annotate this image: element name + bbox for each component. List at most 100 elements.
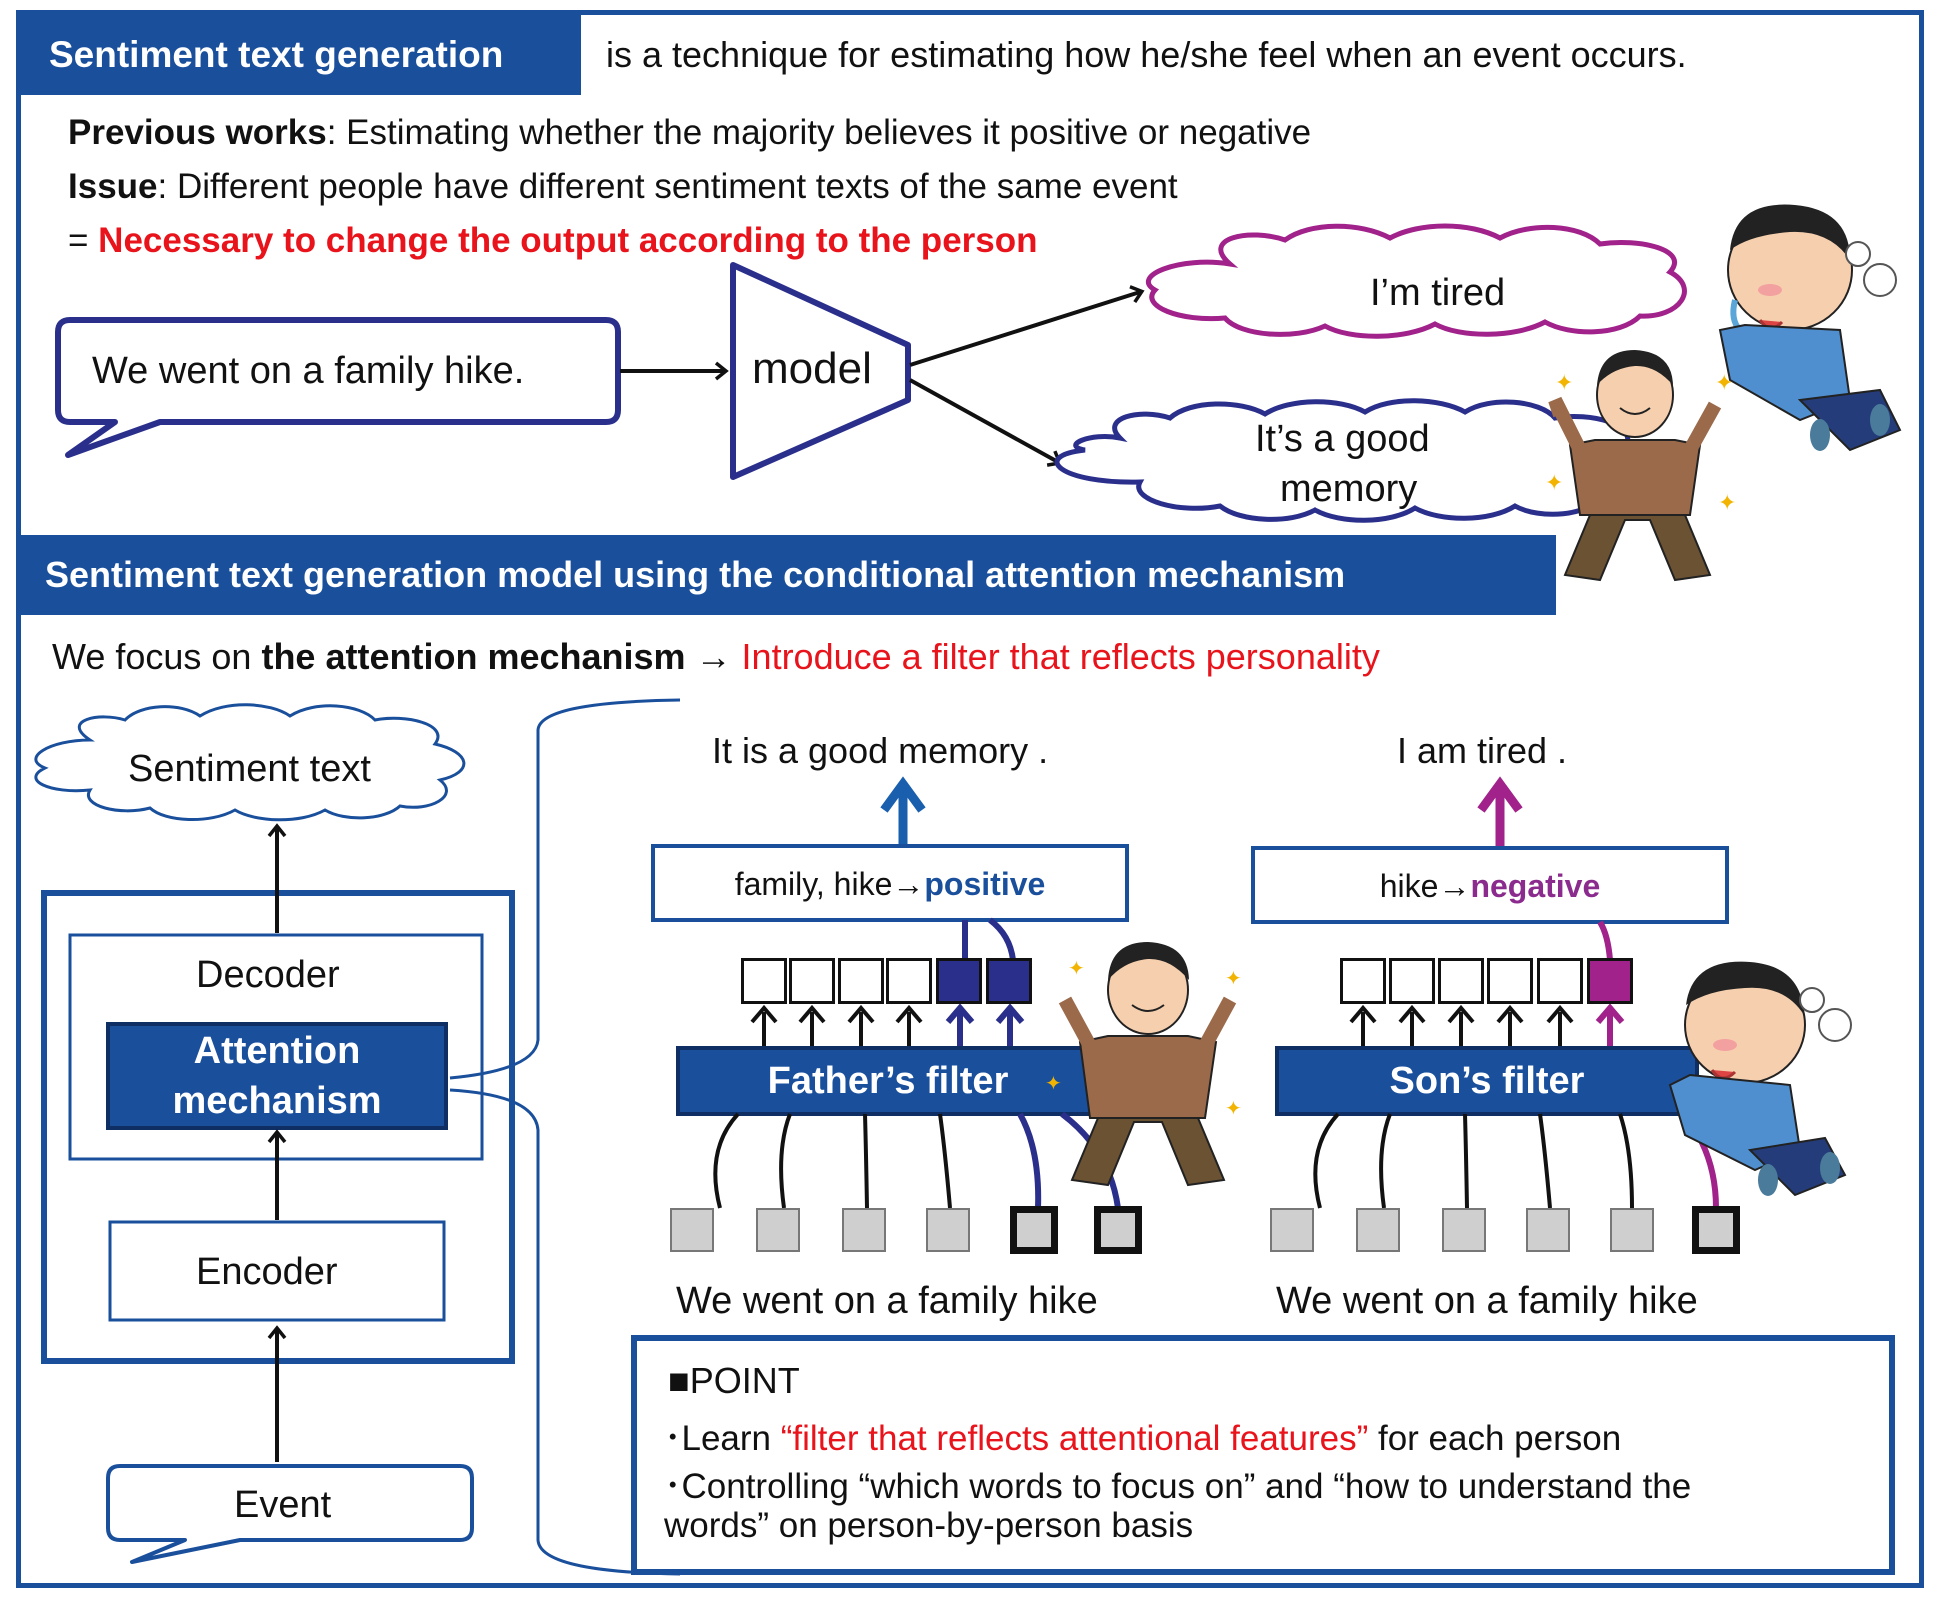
necessary-text: Necessary to change the output according… [98,221,1038,260]
svg-text:✦: ✦ [1715,370,1733,395]
cloud-sentiment-text [34,703,466,822]
son-attn-cell [1389,958,1435,1004]
model-label: model [752,344,872,393]
focus-bold: the attention mechanism [261,636,686,677]
son-label-text: hike→negative [1253,868,1727,905]
section-header-model: Sentiment text generation model using th… [21,535,1556,615]
father-input-token [670,1208,714,1252]
son-label-emph: negative [1470,868,1601,904]
father-attn-cell [741,958,787,1004]
previous-works-line: Previous works: Estimating whether the m… [68,113,1311,153]
svg-text:✦: ✦ [1718,490,1736,515]
arrow-model-to-tired [909,285,1145,367]
father-filter-name: Father’s filter [767,1060,1009,1102]
zoom-bracket-lower [449,1088,681,1576]
svg-text:✦: ✦ [1068,958,1085,980]
father-up-arrows [750,1003,1025,1046]
happy-father-illustration-panel: ✦ ✦ ✦ ✦ [1045,942,1242,1187]
father-input-token [926,1208,970,1252]
header2-title: Sentiment text generation model using th… [45,554,1346,595]
tired-son-illustration-top [1718,204,1902,452]
son-attn-cell [1438,958,1484,1004]
issue-label: Issue [68,167,158,206]
father-input-token-highlight [1094,1206,1142,1254]
father-highlight-connector-2 [988,917,1016,961]
point-line3: words” on person-by-person basis [664,1506,1194,1545]
point-line2: ･Controlling “which words to focus on” a… [664,1467,1692,1506]
son-input-token [1442,1208,1486,1252]
arrow-model-to-memory [909,378,1063,467]
son-output-arrowhead [1477,776,1523,813]
father-label-prefix: family, hike→ [734,866,925,902]
focus-arrow: → [685,636,742,677]
father-label-text: family, hike→positive [653,866,1127,903]
father-attn-cell-highlight [936,958,982,1004]
father-input-curves [713,1111,1121,1209]
svg-text:✦: ✦ [1045,1073,1062,1095]
outer-frame [16,10,1924,1588]
attention-label-line2: mechanism [172,1080,382,1122]
son-attn-cell [1487,958,1533,1004]
input-sentence: We went on a family hike. [92,350,525,392]
father-attn-cell-highlight [986,958,1032,1004]
son-attn-cell-highlight [1587,958,1633,1004]
header1-subtitle: is a technique for estimating how he/she… [606,34,1687,75]
father-label-box [651,844,1129,922]
decoder-label: Decoder [196,954,340,996]
cloud-tired [1145,223,1687,339]
father-input-token-highlight [1010,1206,1058,1254]
output-memory-line1: It’s a good [1255,418,1430,460]
event-label: Event [234,1484,332,1526]
output-tired: I’m tired [1370,272,1506,314]
father-input-token [842,1208,886,1252]
father-output-arrowhead [880,776,926,813]
point-line1-red: “filter that reflects attentional featur… [780,1419,1369,1458]
focus-line: We focus on the attention mechanism → In… [52,636,1380,678]
zoom-bracket-upper [449,698,681,1080]
son-up-arrows [1349,1003,1625,1046]
son-attn-cell [1537,958,1583,1004]
eq-prefix: = [68,221,99,260]
point-title: ■POINT [668,1360,800,1401]
father-attn-cell [838,958,884,1004]
son-input-token [1526,1208,1570,1252]
son-input-token [1610,1208,1654,1252]
father-output-text: It is a good memory . [712,730,1049,771]
point-line1-prefix: ･Learn [664,1419,781,1458]
section-header-sentiment-text-generation: Sentiment text generation [21,15,581,95]
son-label-prefix: hike→ [1379,868,1471,904]
son-output-text: I am tired . [1397,730,1568,771]
svg-text:✦: ✦ [1225,1098,1242,1120]
input-speech-bubble [55,317,621,458]
sentiment-text-label: Sentiment text [128,748,371,790]
father-attn-cell [886,958,932,1004]
output-memory-line2: memory [1280,468,1418,510]
father-input-token [756,1208,800,1252]
header1-title: Sentiment text generation [49,34,504,75]
father-label-emph: positive [924,866,1046,902]
son-filter-bar [1275,1046,1699,1116]
son-filter-name: Son’s filter [1389,1060,1585,1102]
svg-text:✦: ✦ [1555,370,1573,395]
attention-label-line1: Attention [193,1030,361,1072]
son-input-curves [1313,1107,1719,1209]
father-input-sentence: We went on a family hike [676,1280,1098,1322]
model-trapezoid [730,262,911,480]
focus-red: Introduce a filter that reflects persona… [741,636,1380,677]
svg-text:✦: ✦ [1545,470,1563,495]
focus-prefix: We focus on [52,636,262,677]
encoder-box [108,1220,446,1322]
attention-mechanism-box [106,1022,448,1130]
issue-line: Issue: Different people have different s… [68,167,1178,207]
point-box [631,1335,1895,1575]
tired-son-illustration-panel [1668,961,1852,1197]
svg-text:✦: ✦ [1225,968,1242,990]
son-input-token [1356,1208,1400,1252]
son-input-token-highlight [1692,1206,1740,1254]
encoder-label: Encoder [196,1251,338,1293]
son-label-box [1251,846,1729,924]
necessary-line: = Necessary to change the output accordi… [68,221,1038,261]
son-highlight-connector [1597,920,1613,961]
point-line1: ･Learn “filter that reflects attentional… [664,1410,1621,1461]
